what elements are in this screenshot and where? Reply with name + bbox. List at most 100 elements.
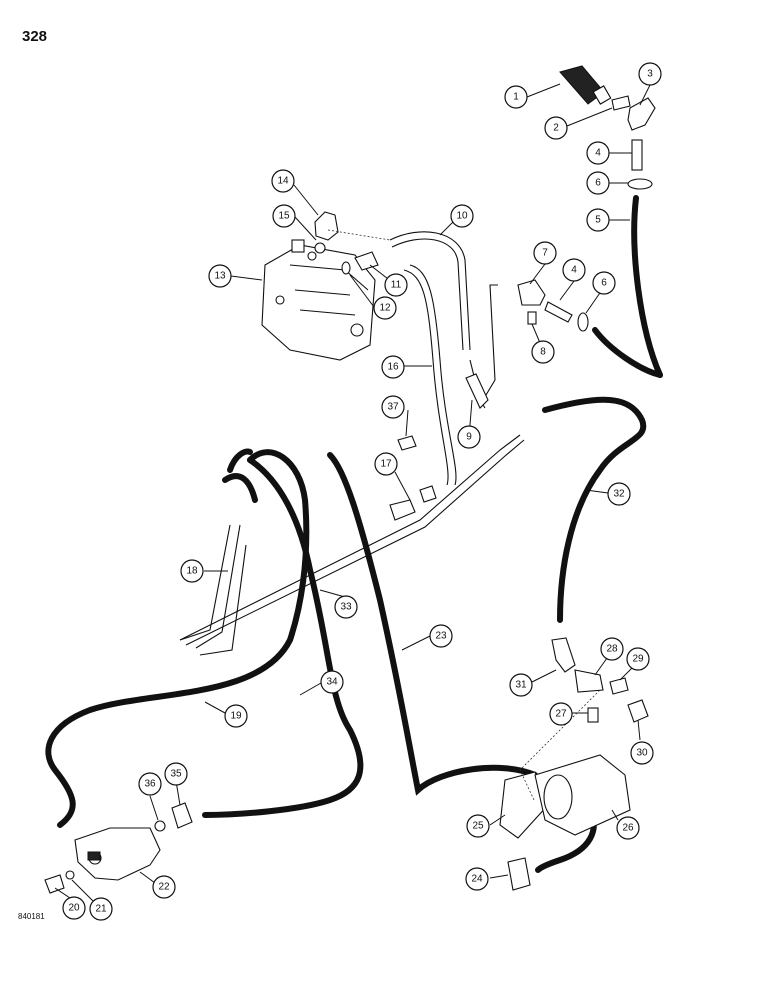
callout-21: 21 [89,897,113,921]
svg-text:3: 3 [647,69,653,80]
hose-5 [592,195,663,378]
svg-text:34: 34 [326,677,338,688]
svg-text:31: 31 [515,680,527,691]
hose-32 [542,396,647,623]
svg-text:18: 18 [186,566,198,577]
svg-text:27: 27 [555,709,567,720]
svg-text:11: 11 [391,280,402,291]
callout-25: 25 [466,814,490,838]
callout-6: 6 [586,171,610,195]
callout-8: 8 [531,340,555,364]
svg-text:24: 24 [471,874,483,885]
callout-18: 18 [180,559,204,583]
fitting-24 [507,857,531,891]
svg-text:21: 21 [95,904,107,915]
svg-text:4: 4 [571,265,577,276]
tee-7 [517,279,546,306]
svg-text:6: 6 [595,178,601,189]
tube-16 [403,264,457,486]
callout-leaders [54,83,651,908]
svg-text:12: 12 [379,303,391,314]
callout-6-mid: 6 [592,271,616,295]
callout-15: 15 [272,204,296,228]
nipple-4-top [631,139,643,171]
elbow-35 [171,802,193,829]
callout-11: 11 [384,273,408,297]
figure-id: 840181 [18,912,45,921]
svg-text:35: 35 [170,769,182,780]
oring-12 [341,261,351,275]
callout-37: 37 [381,395,405,419]
nipple-4-mid [544,301,573,323]
svg-text:29: 29 [632,654,644,665]
svg-text:9: 9 [466,432,472,443]
svg-text:36: 36 [144,779,156,790]
svg-text:20: 20 [68,903,80,914]
svg-text:8: 8 [540,347,546,358]
callout-35: 35 [164,762,188,786]
callout-1: 1 [504,85,528,109]
svg-text:6: 6 [601,278,607,289]
svg-text:22: 22 [158,882,170,893]
adapter-30 [627,699,649,723]
return-tube [479,284,498,406]
svg-text:32: 32 [613,489,625,500]
callout-24: 24 [465,867,489,891]
svg-text:1: 1 [513,92,519,103]
elbow-fitting-14 [314,211,339,254]
page-number: 328 [22,28,48,45]
callout-26: 26 [616,816,640,840]
hose-18-group [45,448,364,828]
svg-text:26: 26 [622,823,634,834]
callout-5: 5 [586,208,610,232]
callout-30: 30 [630,741,654,765]
callout-28: 28 [600,637,624,661]
callout-2: 2 [544,116,568,140]
svg-text:10: 10 [456,211,468,222]
svg-text:17: 17 [380,459,392,470]
plug-27 [587,707,599,723]
svg-text:37: 37 [387,402,399,413]
svg-text:30: 30 [636,748,648,759]
tee-28 [574,669,604,693]
svg-text:28: 28 [606,644,618,655]
svg-text:19: 19 [230,711,242,722]
svg-text:5: 5 [595,215,601,226]
pump-22 [74,827,161,881]
callout-27: 27 [549,702,573,726]
callouts: 1 2 3 4 6 5 7 4 6 8 9 10 11 12 13 14 15 … [62,62,662,921]
clamp-6-top [627,178,653,190]
fitting-37 [397,435,417,451]
oring-21 [65,870,75,880]
callout-19: 19 [224,704,248,728]
nipple-2 [611,95,631,111]
connector-11 [354,251,379,271]
elbow-3 [627,97,656,131]
callout-36: 36 [138,772,162,796]
svg-text:2: 2 [553,123,559,134]
callout-9: 9 [457,425,481,449]
svg-text:25: 25 [472,821,484,832]
callout-12: 12 [373,296,397,320]
svg-text:4: 4 [595,148,601,159]
callout-7: 7 [533,241,557,265]
callout-4-mid: 4 [562,258,586,282]
callout-10: 10 [450,204,474,228]
callout-14: 14 [271,169,295,193]
svg-text:15: 15 [278,211,290,222]
callout-23: 23 [429,624,453,648]
fitting-20 [44,874,65,894]
svg-text:16: 16 [387,362,399,373]
callout-32: 32 [607,482,631,506]
fitting-17 [389,485,437,521]
clamp-6-mid [577,312,589,332]
nipple-29 [609,677,629,695]
filter-26 [534,754,631,836]
svg-text:23: 23 [435,631,447,642]
callout-4: 4 [586,141,610,165]
callout-16: 16 [381,355,405,379]
strainer-1 [559,65,612,105]
hose-23 [327,452,538,796]
svg-text:33: 33 [340,602,352,613]
